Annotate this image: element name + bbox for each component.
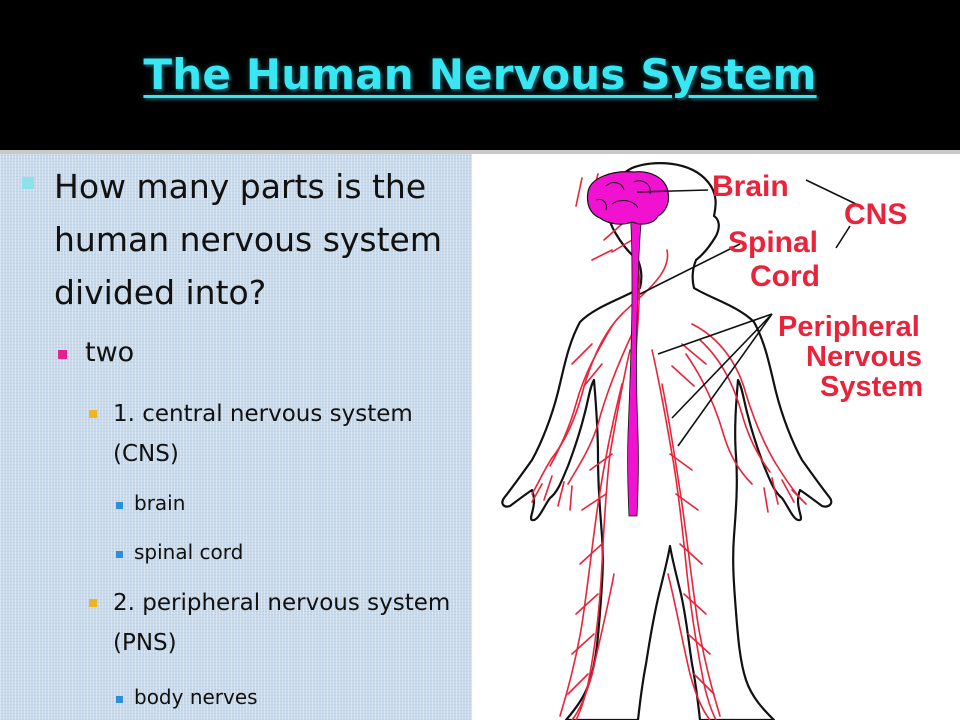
title-divider <box>0 150 960 154</box>
square-bullet-icon <box>116 502 123 509</box>
square-bullet-icon <box>22 177 34 189</box>
label-cord: Cord <box>750 260 820 293</box>
square-bullet-icon <box>58 350 67 359</box>
brain-shape <box>586 171 670 225</box>
label-brain: Brain <box>712 170 789 203</box>
bullet-part-1: 1. central nervous system (CNS) <box>113 401 413 467</box>
label-peripheral: Peripheral <box>778 311 920 343</box>
slide-title: The Human Nervous System <box>143 50 817 99</box>
square-bullet-icon <box>116 551 123 558</box>
square-bullet-icon <box>89 410 97 418</box>
label-nervous: Nervous <box>806 341 922 373</box>
bullet-body-nerves: body nerves <box>134 685 258 709</box>
bullet-brain: brain <box>134 491 186 515</box>
bullet-part-2: 2. peripheral nervous system (PNS) <box>113 590 451 656</box>
bullet-answer: two <box>85 337 135 368</box>
bullet-question: How many parts is the human nervous syst… <box>54 167 443 312</box>
brain-folds <box>595 180 651 211</box>
square-bullet-icon <box>89 599 97 607</box>
pointer-lines <box>636 179 857 447</box>
body-outline <box>501 162 833 720</box>
bullet-spinal-cord: spinal cord <box>134 540 244 564</box>
nervous-system-diagram: Brain CNS Spinal Cord Peripheral Nervous… <box>501 162 923 720</box>
diagram-panel <box>472 154 960 720</box>
nerve-network <box>531 173 807 720</box>
square-bullet-icon <box>116 696 123 703</box>
title-bar: The Human Nervous System <box>0 0 960 152</box>
label-system: System <box>820 371 923 403</box>
spinal-cord-shape <box>627 211 643 517</box>
bullet-panel <box>0 154 472 720</box>
label-cns: CNS <box>844 198 907 231</box>
label-spinal: Spinal <box>728 226 818 259</box>
